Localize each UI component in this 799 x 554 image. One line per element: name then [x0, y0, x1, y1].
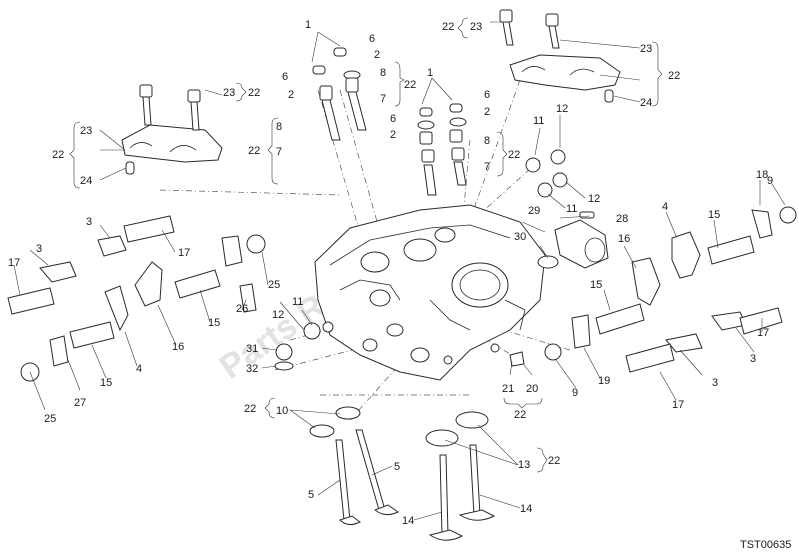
callout-label: 7 [484, 161, 490, 173]
callout-label: 13 [518, 459, 530, 471]
callout-label: 17 [8, 257, 20, 269]
callout-label: 4 [662, 201, 668, 213]
valve-guide-kit-right [417, 103, 467, 196]
callout-label: 22 [248, 145, 260, 157]
callout-label: 16 [172, 341, 184, 353]
callout-label: 23 [470, 21, 482, 33]
callout-label: 21 [502, 383, 514, 395]
callouts: 1 6 2 6 2 8 7 22 8 7 22 1 6 2 6 2 8 7 22… [8, 19, 773, 527]
callout-label: 25 [268, 279, 280, 291]
callout-label: 19 [598, 375, 610, 387]
callout-label: 1 [427, 67, 433, 79]
callout-label: 22 [668, 70, 680, 82]
callout-label: 22 [52, 149, 64, 161]
callout-label: 22 [248, 87, 260, 99]
valve-guide-kit-left [312, 47, 367, 141]
callout-label: 23 [223, 87, 235, 99]
callout-label: 23 [80, 125, 92, 137]
callout-label: 22 [404, 79, 416, 91]
callout-label: 27 [74, 397, 86, 409]
callout-label: 3 [86, 216, 92, 228]
callout-label: 12 [272, 309, 284, 321]
callout-label: 11 [533, 115, 544, 127]
callout-label: 8 [380, 67, 386, 79]
callout-label: 3 [712, 377, 718, 389]
callout-label: 15 [708, 209, 720, 221]
callout-label: 17 [757, 327, 769, 339]
callout-label: 15 [208, 317, 220, 329]
callout-label: 6 [484, 89, 490, 101]
callout-label: 24 [80, 175, 92, 187]
cylinder-head [314, 204, 546, 381]
callout-label: 17 [672, 399, 684, 411]
drawing-code: TST00635 [740, 539, 791, 551]
callout-label: 14 [520, 503, 532, 515]
cam-cap-right [499, 9, 621, 103]
callout-label: 12 [588, 193, 600, 205]
callout-label: 6 [282, 71, 288, 83]
callout-label: 32 [246, 363, 258, 375]
callout-label: 2 [288, 89, 294, 101]
callout-label: 20 [526, 383, 538, 395]
callout-label: 22 [442, 21, 454, 33]
callout-label: 28 [616, 213, 628, 225]
callout-label: 22 [548, 455, 560, 467]
callout-label: 29 [528, 205, 540, 217]
callout-label: 10 [276, 405, 288, 417]
callout-label: 22 [508, 149, 520, 161]
callout-label: 1 [305, 19, 311, 31]
callout-label: 15 [100, 377, 112, 389]
valves-bottom [309, 406, 496, 541]
callout-label: 9 [572, 387, 578, 399]
callout-label: 5 [394, 461, 400, 473]
callout-label: 30 [514, 231, 526, 243]
leader-lines [13, 21, 786, 521]
callout-label: 15 [590, 279, 602, 291]
callout-label: 5 [308, 489, 314, 501]
callout-label: 2 [390, 129, 396, 141]
callout-label: 22 [244, 403, 256, 415]
callout-label: 26 [236, 303, 248, 315]
callout-label: 3 [36, 243, 42, 255]
callout-label: 23 [640, 43, 652, 55]
callout-label: 8 [484, 135, 490, 147]
callout-label: 11 [292, 296, 303, 308]
callout-label: 17 [178, 247, 190, 259]
callout-label: 11 [566, 203, 577, 215]
callout-label: 25 [44, 413, 56, 425]
right-side-parts [509, 149, 797, 373]
callout-label: 14 [402, 515, 414, 527]
callout-label: 6 [369, 33, 375, 45]
cam-cap-left [121, 84, 223, 175]
callout-label: 7 [380, 93, 386, 105]
callout-label: 24 [640, 97, 652, 109]
callout-label: 6 [390, 113, 396, 125]
callout-label: 8 [276, 121, 282, 133]
callout-label: 18 [756, 169, 768, 181]
callout-label: 4 [136, 363, 142, 375]
group-braces [69, 17, 663, 473]
callout-label: 7 [276, 146, 282, 158]
callout-label: 31 [246, 343, 258, 355]
callout-label: 16 [618, 233, 630, 245]
callout-label: 22 [514, 409, 526, 421]
callout-label: 2 [374, 49, 380, 61]
callout-label: 12 [556, 103, 568, 115]
left-side-parts [7, 215, 334, 382]
callout-label: 3 [750, 353, 756, 365]
callout-label: 9 [767, 175, 773, 187]
callout-label: 2 [484, 106, 490, 118]
